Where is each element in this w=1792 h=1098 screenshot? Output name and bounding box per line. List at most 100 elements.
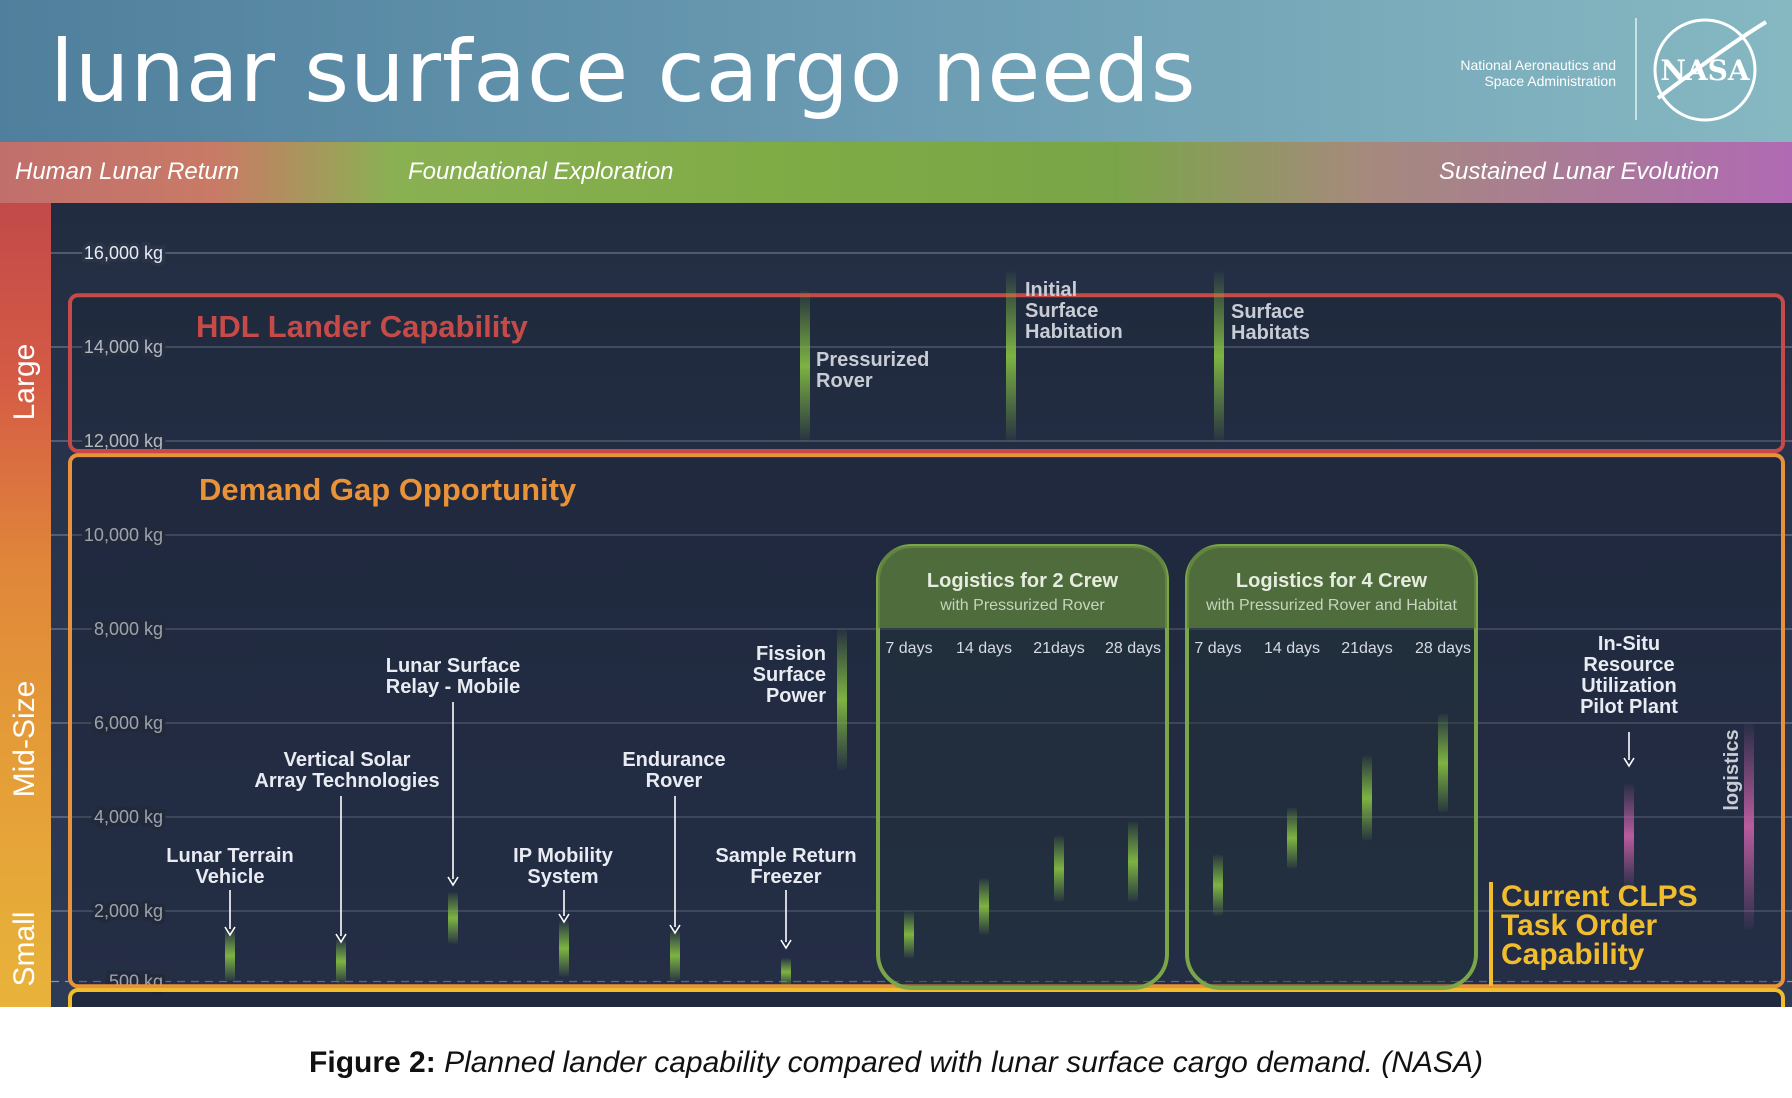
logistics-group-1-title: Logistics for 2 Crew [927, 570, 1119, 592]
endurance-rover-bar [670, 929, 680, 982]
initial-surface-habitation-label: Surface [1025, 300, 1098, 322]
caption-text: Planned lander capability compared with … [444, 1046, 1483, 1079]
lunar-surface-relay-mobile-arrow [447, 876, 459, 887]
phase-human-lunar-return: Human Lunar Return [15, 158, 240, 185]
logistics-group-1-bar [979, 878, 989, 935]
y-tick-label: 4,000 kg [94, 807, 163, 827]
logistics-group-1-bar [1128, 821, 1138, 902]
logistics-group-1-header [878, 546, 1167, 628]
y-tick-label: 6,000 kg [94, 713, 163, 733]
surface-habitats-label: Surface [1231, 301, 1304, 323]
vertical-solar-array-technologies-bar [336, 939, 346, 984]
logistics-group-2-duration-label: 21days [1341, 640, 1393, 657]
in-situ-resource-utilization-pilot-plant-label: Pilot Plant [1580, 696, 1678, 718]
logistics-group-2-subtitle: with Pressurized Rover and Habitat [1205, 597, 1457, 614]
y-tick-label: 14,000 kg [84, 337, 163, 357]
endurance-rover-arrow [669, 924, 681, 935]
y-tick-label: 16,000 kg [84, 243, 163, 263]
agency-name: National Aeronautics and Space Administr… [1460, 57, 1616, 89]
logistics-group-1-duration-label: 7 days [885, 640, 932, 657]
lunar-terrain-vehicle-label: Vehicle [196, 866, 265, 888]
logistics-group-2-header [1187, 546, 1476, 628]
logistics-group-2-title: Logistics for 4 Crew [1236, 570, 1428, 592]
pressurized-rover-label: Rover [816, 370, 873, 392]
y-tick-label: 10,000 kg [84, 525, 163, 545]
agency-line-2: Space Administration [1484, 73, 1616, 89]
lunar-terrain-vehicle-arrow [224, 926, 236, 937]
infographic: lunar surface cargo needs National Aeron… [0, 0, 1792, 1007]
logistics-bar [1744, 723, 1754, 930]
endurance-rover-label: Rover [646, 770, 703, 792]
lunar-surface-relay-mobile-label: Lunar Surface [386, 655, 520, 677]
sample-return-freezer-arrow [780, 939, 792, 950]
vertical-solar-array-technologies-arrow [335, 933, 347, 944]
logo-text: NASA [1660, 54, 1751, 87]
logistics-group-2-bar [1287, 807, 1297, 869]
logistics-group-2-bar [1213, 854, 1223, 916]
agency-line-1: National Aeronautics and [1460, 57, 1616, 73]
fission-surface-power-bar [837, 629, 847, 770]
ip-mobility-system-label: System [527, 866, 598, 888]
surface-habitats-bar [1214, 271, 1224, 441]
surface-habitats-label: Habitats [1231, 322, 1310, 344]
lunar-terrain-vehicle-bar [225, 929, 235, 982]
logistics-group-1-bar [1054, 835, 1064, 902]
logistics-group-2-duration-label: 7 days [1194, 640, 1241, 657]
size-class-band [0, 203, 51, 1007]
initial-surface-habitation-label: Habitation [1025, 321, 1123, 343]
endurance-rover-label: Endurance [622, 749, 725, 771]
figure-caption: Figure 2: Planned lander capability comp… [0, 1046, 1792, 1080]
ip-mobility-system-label: IP Mobility [513, 845, 614, 867]
current-clps-capability-label: Task Order [1501, 909, 1658, 942]
initial-surface-habitation-label: Initial [1025, 279, 1077, 301]
current-clps-capability-label: Capability [1501, 938, 1645, 971]
in-situ-resource-utilization-pilot-plant-arrow [1623, 757, 1635, 768]
pressurized-rover-bar [800, 290, 810, 441]
fission-surface-power-label: Power [766, 685, 826, 707]
phase-sustained-lunar-evolution: Sustained Lunar Evolution [1439, 158, 1720, 185]
sample-return-freezer-label: Freezer [750, 866, 821, 888]
vertical-solar-array-technologies-label: Vertical Solar [284, 749, 411, 771]
sample-return-freezer-label: Sample Return [715, 845, 856, 867]
lunar-surface-relay-mobile-label: Relay - Mobile [386, 676, 520, 698]
logistics-group-2-duration-label: 28 days [1415, 640, 1471, 657]
hdl-lander-capability-label: HDL Lander Capability [196, 309, 529, 344]
sample-return-freezer-bar [781, 958, 791, 987]
fission-surface-power-label: Surface [753, 664, 826, 686]
nasa-logo-icon: NASA [1653, 18, 1768, 122]
in-situ-resource-utilization-pilot-plant-bar [1624, 784, 1634, 888]
caption-label: Figure 2: [309, 1046, 436, 1079]
logistics-group-1-duration-label: 14 days [956, 640, 1012, 657]
lunar-surface-relay-mobile-bar [448, 892, 458, 944]
current-clps-capability-label: Current CLPS [1501, 880, 1698, 913]
logistics-group-2-duration-label: 14 days [1264, 640, 1320, 657]
logo-divider [1635, 18, 1637, 120]
current-clps-capability-box [68, 988, 1785, 1007]
in-situ-resource-utilization-pilot-plant-label: In-Situ [1598, 633, 1660, 655]
y-tick-label: 2,000 kg [94, 901, 163, 921]
ip-mobility-system-arrow [558, 913, 570, 924]
y-tick-label: 8,000 kg [94, 619, 163, 639]
logistics-group-1-duration-label: 28 days [1105, 640, 1161, 657]
hdl-lander-capability-box [68, 293, 1785, 453]
logistics-group-2-bar [1362, 755, 1372, 841]
page-title: lunar surface cargo needs [50, 22, 1197, 122]
fission-surface-power-label: Fission [756, 643, 826, 665]
logistics-group-1-bar [904, 911, 914, 958]
ip-mobility-system-bar [559, 920, 569, 977]
phase-foundational-exploration: Foundational Exploration [408, 158, 674, 185]
in-situ-resource-utilization-pilot-plant-label: Utilization [1581, 675, 1677, 697]
phase-band [0, 142, 1792, 203]
logistics-group-1-duration-label: 21days [1033, 640, 1085, 657]
capability-chart: 500 kg2,000 kg4,000 kg6,000 kg8,000 kg10… [51, 240, 1792, 1007]
in-situ-resource-utilization-pilot-plant-label: Resource [1583, 654, 1674, 676]
lunar-terrain-vehicle-label: Lunar Terrain [166, 845, 293, 867]
vertical-solar-array-technologies-label: Array Technologies [254, 770, 439, 792]
logistics-group-2-bar [1438, 713, 1448, 813]
header: lunar surface cargo needs National Aeron… [0, 0, 1792, 142]
demand-gap-opportunity-label: Demand Gap Opportunity [199, 472, 577, 507]
logistics-group-1-subtitle: with Pressurized Rover [939, 597, 1105, 614]
logistics-label: logistics [1721, 729, 1743, 810]
initial-surface-habitation-bar [1006, 271, 1016, 441]
pressurized-rover-label: Pressurized [816, 349, 929, 371]
